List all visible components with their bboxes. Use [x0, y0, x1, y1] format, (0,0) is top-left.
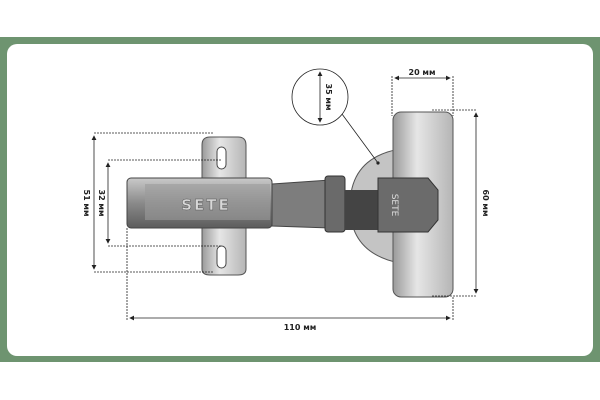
label-110mm: 110 мм	[284, 323, 317, 332]
hole-bottom	[216, 245, 227, 269]
dimension-35-callout	[291, 68, 380, 165]
label-35mm: 35 мм	[324, 84, 333, 111]
label-60mm: 60 мм	[481, 190, 490, 217]
brand-logo-cup: SETE	[389, 194, 399, 217]
hole-top	[216, 146, 227, 170]
dimension-60	[432, 109, 479, 297]
hinge-product-image: SETE SETE	[126, 111, 454, 298]
brand-logo-arm: SETE	[181, 196, 231, 214]
hinge-link	[271, 179, 331, 229]
label-51mm: 51 мм	[82, 190, 91, 217]
hinge-spring	[324, 175, 346, 233]
label-20mm: 20 мм	[409, 68, 436, 77]
dimension-110	[126, 228, 454, 321]
dimension-51	[91, 132, 213, 273]
dimension-20	[391, 75, 454, 116]
label-32mm: 32 мм	[97, 190, 106, 217]
